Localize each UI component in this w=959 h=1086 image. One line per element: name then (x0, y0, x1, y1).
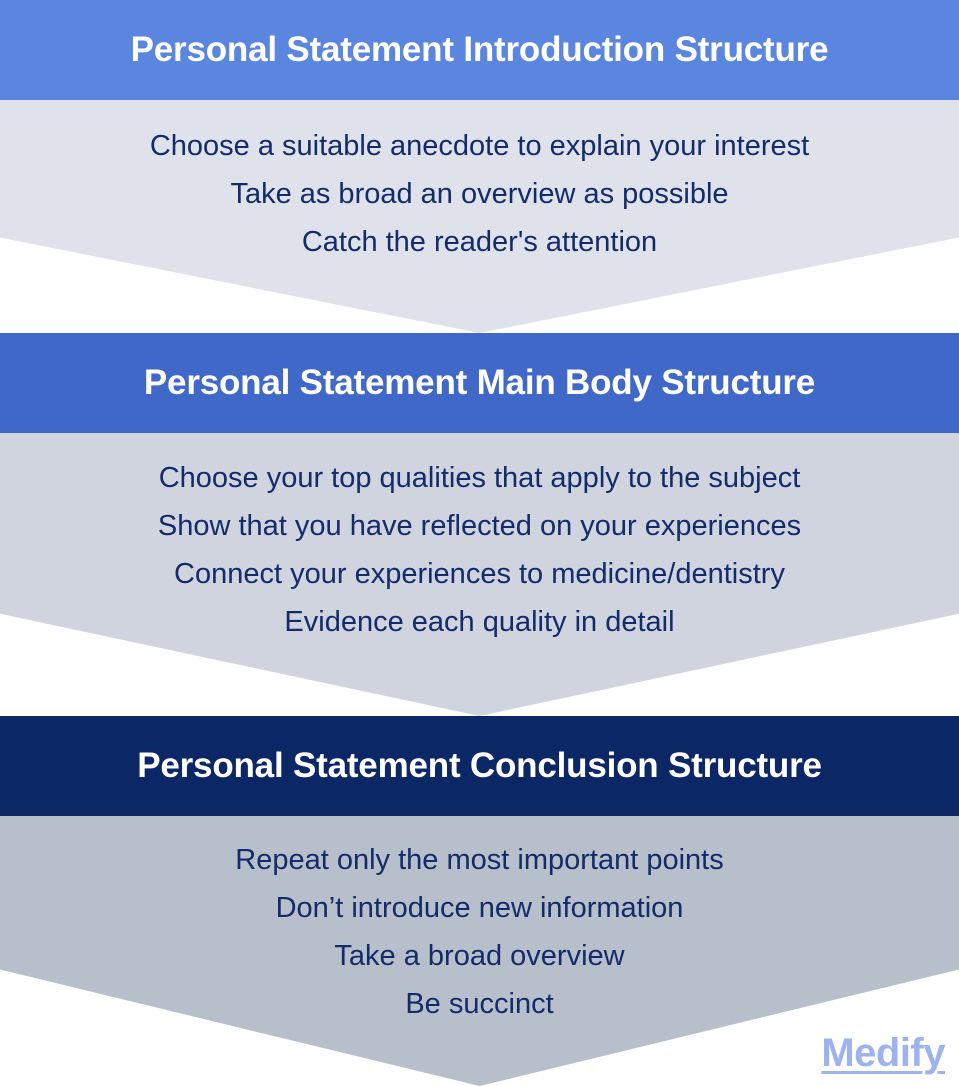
conclusion-points: Repeat only the most important points Do… (0, 836, 959, 1028)
conclusion-point: Be succinct (405, 988, 554, 1020)
main-body-point: Evidence each quality in detail (284, 606, 675, 638)
introduction-heading: Personal Statement Introduction Structur… (0, 0, 959, 100)
main-body-point: Choose your top qualities that apply to … (158, 462, 801, 494)
introduction-point: Choose a suitable anecdote to explain yo… (149, 130, 810, 162)
conclusion-point: Repeat only the most important points (235, 844, 724, 876)
main-body-point: Show that you have reflected on your exp… (157, 510, 802, 542)
main-body-points: Choose your top qualities that apply to … (0, 454, 959, 646)
main-body-heading: Personal Statement Main Body Structure (0, 333, 959, 433)
main-body-point: Connect your experiences to medicine/den… (174, 558, 785, 590)
introduction-point: Take as broad an overview as possible (230, 178, 729, 210)
conclusion-point: Take a broad overview (334, 940, 625, 972)
introduction-point: Catch the reader's attention (301, 226, 658, 258)
introduction-points: Choose a suitable anecdote to explain yo… (0, 122, 959, 266)
conclusion-point: Don’t introduce new information (275, 892, 684, 924)
medify-logo: Medify (821, 1031, 945, 1075)
conclusion-heading: Personal Statement Conclusion Structure (0, 716, 959, 816)
